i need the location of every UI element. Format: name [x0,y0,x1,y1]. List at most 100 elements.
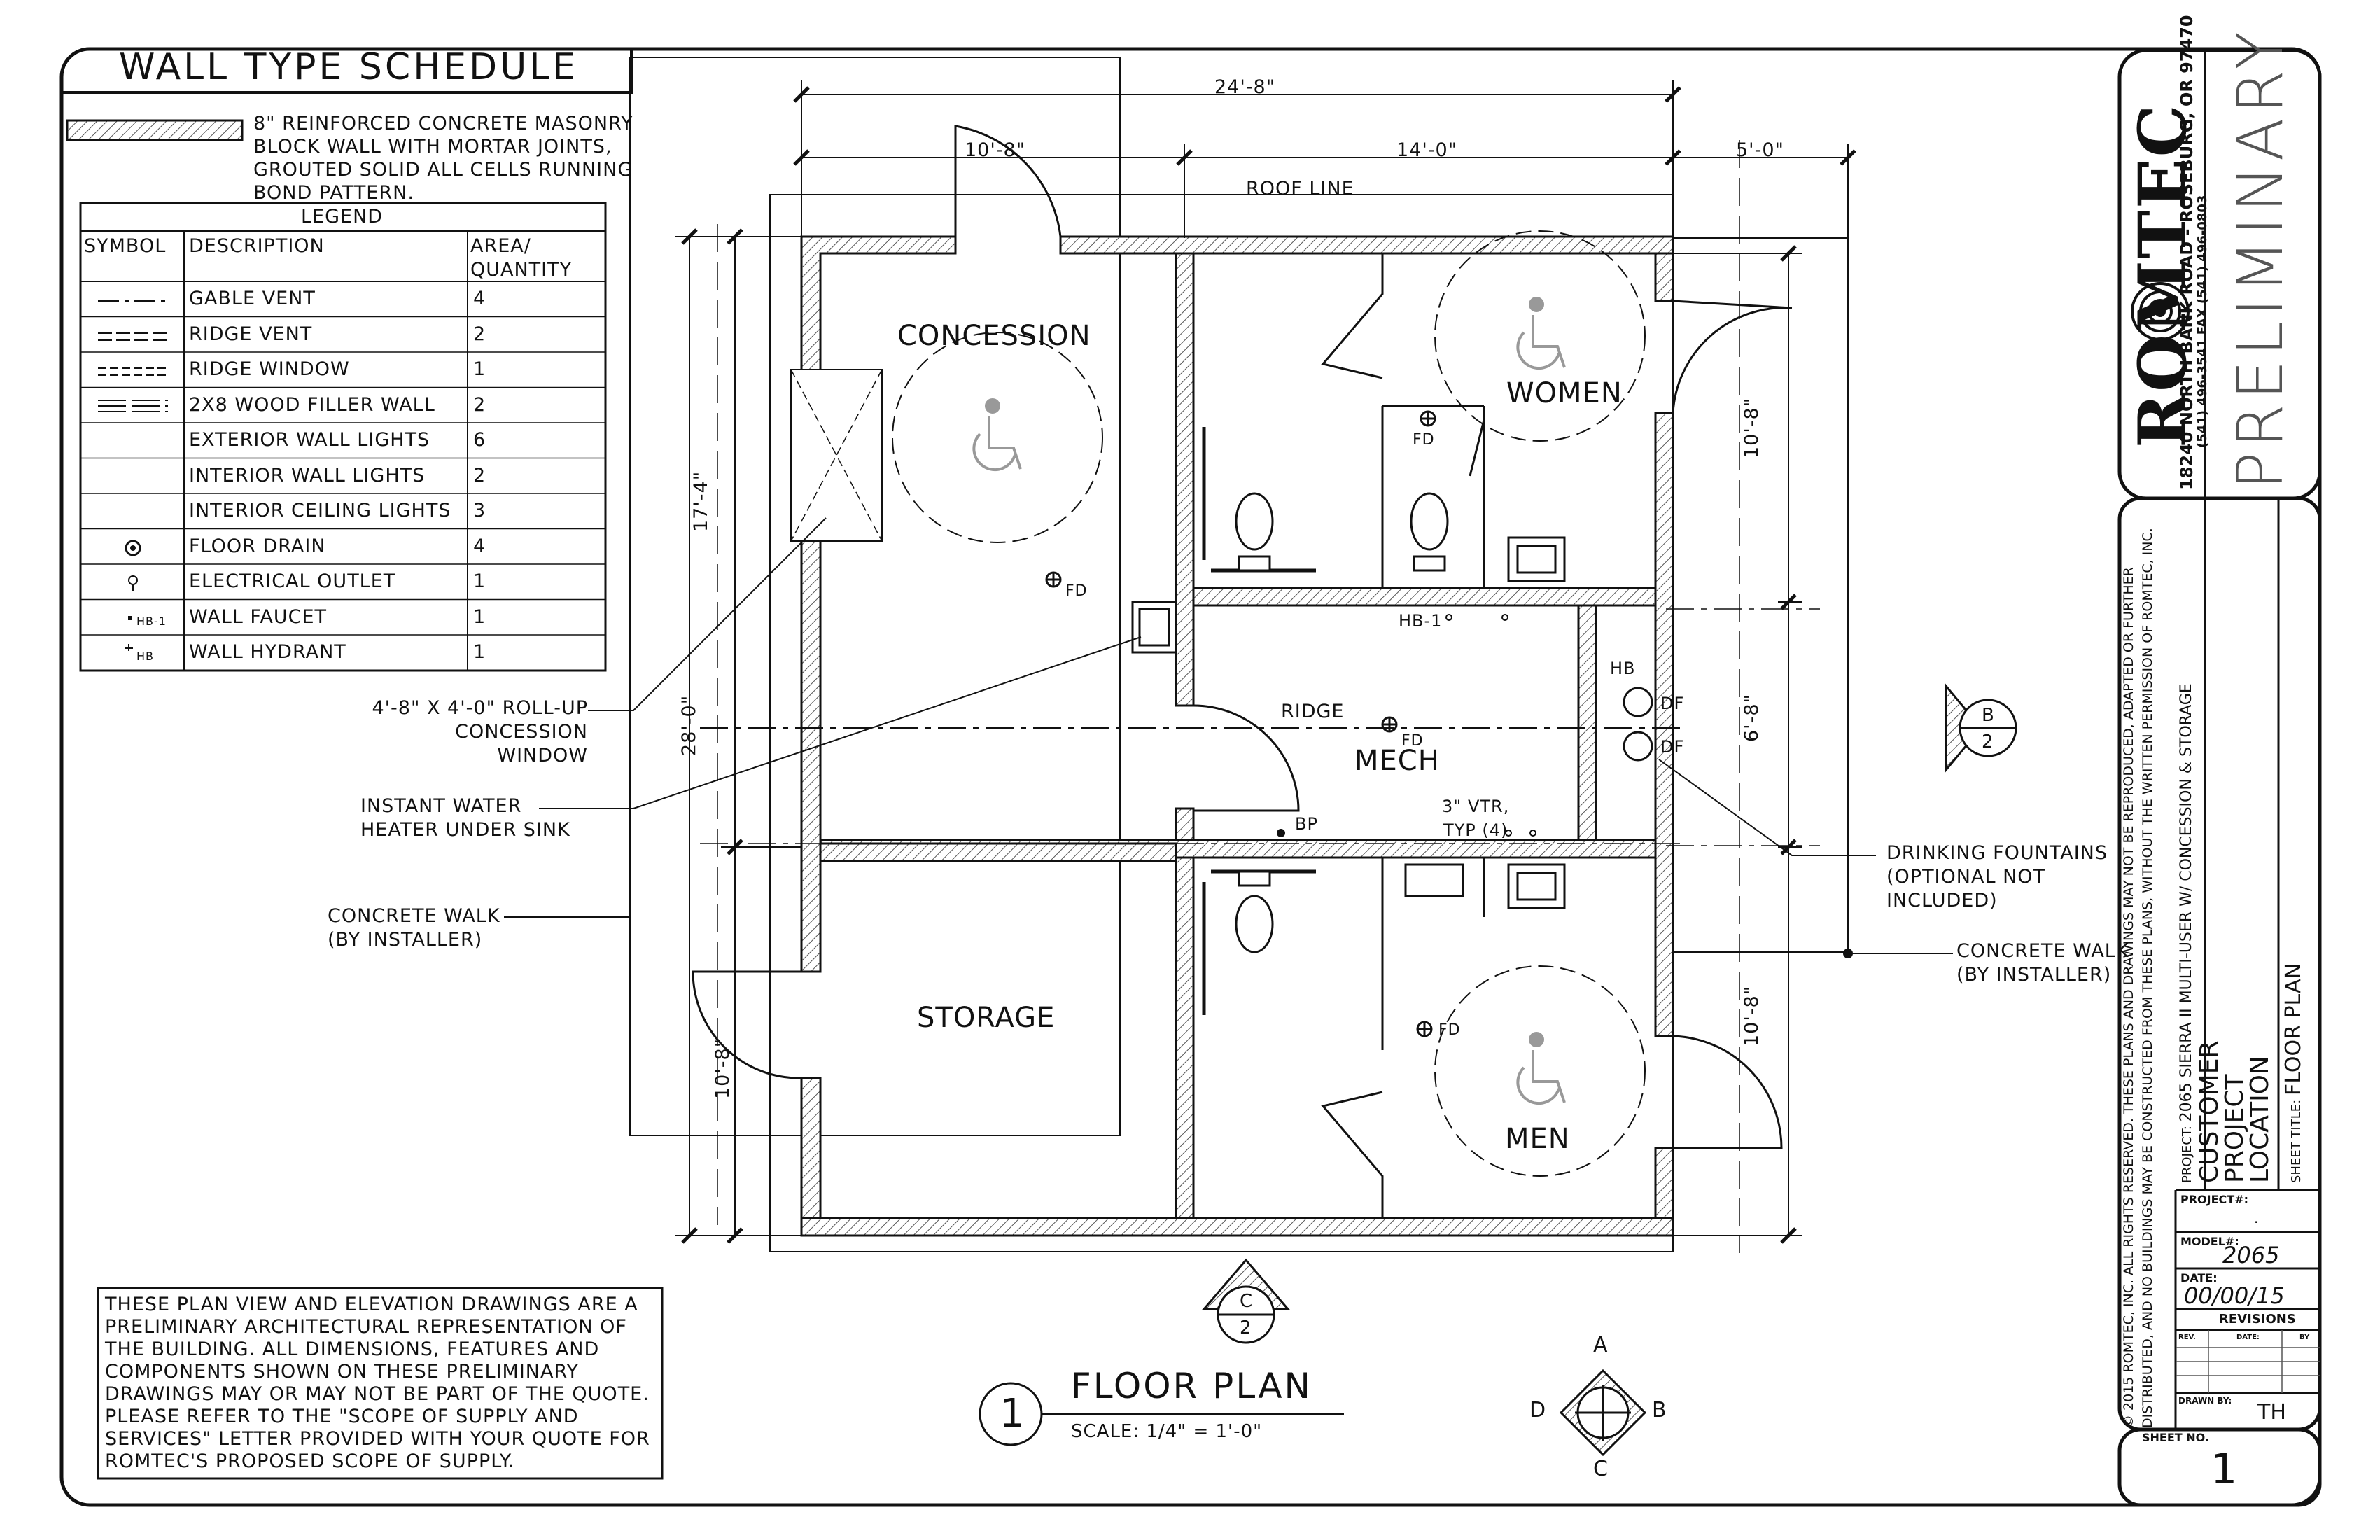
compass-b: B [1652,1398,1667,1422]
sheet-no-value: 1 [2211,1445,2238,1494]
leaders [504,517,1953,954]
customer-name: CUSTOMER [2195,1040,2224,1183]
sheet-no-frame [2118,1427,2322,1507]
legend-row-description: WALL HYDRANT [189,641,346,663]
drawing-number: 1 [1000,1391,1026,1436]
dim-left-top: 17'-4" [690,470,712,532]
callout-walk-right: CONCRETE WALK(BY INSTALLER) [1956,940,2129,986]
drawing-title: FLOOR PLAN [1071,1366,1312,1406]
date-label: DATE: [2180,1271,2218,1284]
legend-row-description: 2x8 WOOD FILLER WALL [189,393,435,416]
rev-by-col: BY [2300,1334,2310,1341]
legend-symbol-label: HB [136,650,155,663]
legend-row-description: INTERIOR CEILING LIGHTS [189,500,451,522]
wall-type-description: 8" REINFORCED CONCRETE MASONRY BLOCK WAL… [253,113,634,204]
project-no-label: PROJECT#: [2180,1193,2248,1206]
legend-symbol-label: HB-1 [136,614,167,628]
legend-row-description: EXTERIOR WALL LIGHTS [189,429,430,451]
dim-overall: 24'-8" [1214,76,1276,98]
legend-row-quantity: 4 [473,288,486,309]
dimension-lines [676,80,1849,1236]
concrete-walk-left [629,57,1121,1136]
callout-walk-left: CONCRETE WALK(BY INSTALLER) [328,905,500,951]
fixtures [1131,492,1653,953]
copyright-line-2: DISTRIBUTED, AND NO BUILDINGS MAY BE CON… [2140,528,2155,1428]
roof-line-label: ROOF LINE [1246,178,1354,200]
dim-1: 10'-8" [965,139,1026,161]
fd-label: FD [1065,582,1088,600]
compass-d: D [1530,1398,1547,1422]
bp-label: BP [1295,814,1318,834]
legend-row-quantity: 1 [473,641,486,663]
dim-3: 5'-0" [1736,139,1784,161]
schedule-title: WALL TYPE SCHEDULE [119,46,579,88]
legend-row-quantity: 3 [473,500,486,522]
dim-right-top: 10'-8" [1741,397,1763,458]
romtec-logo-icon [2131,282,2190,341]
legend-row-description: ELECTRICAL OUTLET [189,570,396,592]
legend-row-quantity: 2 [473,393,486,416]
df-label: DF [1660,737,1685,757]
legend-row-description: GABLE VENT [189,288,316,309]
section-marker-b [1945,682,2017,774]
rev-date-col: DATE: [2236,1334,2260,1341]
room-concession: CONCESSION [897,320,1091,352]
compass-a: A [1593,1333,1609,1357]
project-location: LOCATION [2246,1056,2274,1183]
hb-label: HB [1610,659,1636,678]
room-women: WOMEN [1506,377,1623,410]
dim-left-bot: 10'-8" [712,1037,734,1099]
dim-right-mid: 6'-8" [1741,694,1763,742]
accessibility-clearances [892,230,1646,1177]
wall-hydrant-icon [125,644,133,651]
revisions-label: REVISIONS [2219,1312,2296,1326]
sheet-no-label: SHEET NO. [2142,1431,2209,1444]
project-name: PROJECT [2220,1074,2249,1183]
drawing-scale: SCALE: 1/4" = 1'-0" [1071,1421,1263,1442]
room-mech: MECH [1354,745,1440,777]
legend-table [79,202,607,672]
roof-line [769,194,1674,1252]
dim-2: 14'-0" [1396,139,1458,161]
legend-header-description: DESCRIPTION [189,235,325,257]
marker-c-letter: C [1240,1291,1254,1312]
building-walls [800,235,1674,1237]
model-label: MODEL#: [2180,1235,2239,1248]
company-phone: (541) 496-3541 FAX (541) 496-0803 [2195,195,2210,448]
legend-row-quantity: 4 [473,535,486,557]
dim-left-total: 28'-0" [678,694,700,756]
disclaimer-note: THESE PLAN VIEW AND ELEVATION DRAWINGS A… [105,1294,650,1472]
floor-drain-icon [1045,410,1436,1037]
fd-label: FD [1401,732,1424,750]
marker-b-letter: B [1982,705,1995,726]
sheet-title-line: SHEET TITLE: FLOOR PLAN [2281,963,2306,1183]
df-label: DF [1660,694,1685,713]
legend-row-description: RIDGE WINDOW [189,358,350,380]
status-stamp: PRELIMINARY [2224,27,2297,490]
room-men: MEN [1505,1123,1570,1155]
legend-row-description: FLOOR DRAIN [189,535,326,557]
legend-header-area: AREA/ QUANTITY [470,235,573,281]
company-address: 18240 NORTH BANK ROAD - ROSEBURG, OR 974… [2177,15,2197,490]
compass [1559,1368,1647,1457]
fd-label: FD [1438,1021,1461,1039]
floor-drain-icon [125,540,141,556]
model-value: 2065 [2222,1242,2280,1268]
legend-header-symbol: SYMBOL [84,235,167,257]
copyright-line-1: © 2015 ROMTEC, INC. ALL RIGHTS RESERVED.… [2121,567,2136,1428]
legend-row-quantity: 2 [473,464,486,486]
compass-c: C [1593,1457,1609,1481]
wall-faucet-icon [128,616,132,620]
notes-box [97,1287,664,1480]
legend-row-description: INTERIOR WALL LIGHTS [189,464,426,486]
marker-c-sheet: 2 [1240,1317,1252,1338]
doors [692,125,1793,1218]
electrical-outlet-icon [128,575,138,585]
legend-row-quantity: 6 [473,429,486,451]
rev-col: REV. [2178,1334,2196,1341]
wheelchair-icon [972,297,1566,1105]
